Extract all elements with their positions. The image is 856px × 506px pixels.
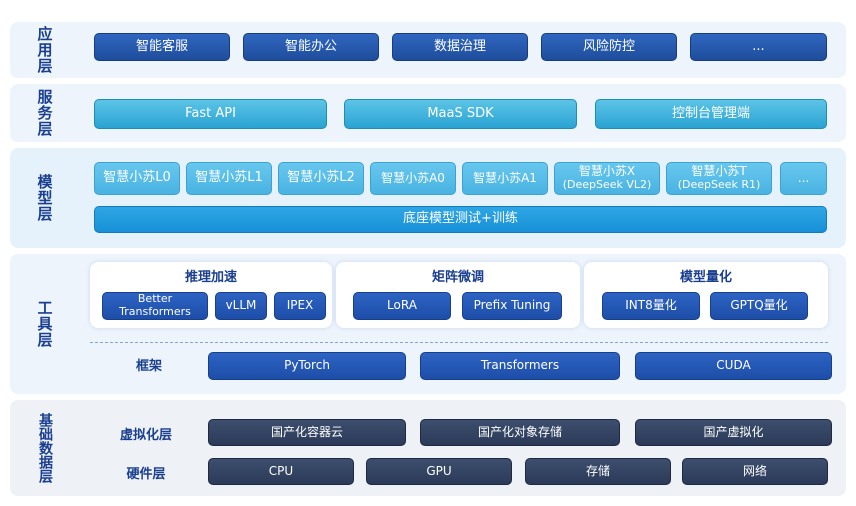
- tool-layer: 工具层 推理加速 Better Transformers vLLM IPEX 矩…: [10, 254, 846, 394]
- virtualization-label: 虚拟化层: [119, 428, 172, 443]
- hardware-label: 硬件层: [126, 467, 166, 482]
- virt-item-object-storage: 国产化对象存储: [420, 419, 620, 446]
- model-layer-label: 模型层: [35, 174, 54, 222]
- framework-label: 框架: [135, 359, 162, 374]
- tool-group-finetune-title: 矩阵微调: [431, 270, 484, 285]
- model-item-x-sub: (DeepSeek VL2): [562, 178, 652, 192]
- app-item-smart-office: 智能办公: [243, 33, 379, 61]
- model-item-a0: 智慧小苏A0: [370, 162, 456, 195]
- service-layer-label: 服务层: [35, 89, 54, 137]
- tool-item-lora: LoRA: [353, 292, 451, 320]
- model-item-l2: 智慧小苏L2: [278, 162, 364, 195]
- service-layer: 服务层 Fast API MaaS SDK 控制台管理端: [10, 84, 846, 142]
- app-item-smart-service: 智能客服: [94, 33, 230, 61]
- tool-group-inference-title: 推理加速: [184, 270, 237, 285]
- model-item-x-name: 智慧小苏X: [578, 164, 636, 179]
- tool-group-quantization: 模型量化 INT8量化 GPTQ量化: [584, 262, 828, 328]
- virt-item-virtualization: 国产虚拟化: [635, 419, 832, 446]
- framework-transformers: Transformers: [420, 352, 620, 380]
- tool-item-better-transformers: Better Transformers: [102, 292, 208, 320]
- hw-item-network: 网络: [682, 458, 828, 485]
- model-item-t-name: 智慧小苏T: [691, 164, 747, 179]
- app-item-more: ...: [690, 33, 827, 61]
- application-layer: 应用层 智能客服 智能办公 数据治理 风险防控 ...: [10, 22, 846, 78]
- hw-item-cpu: CPU: [208, 458, 354, 485]
- service-item-console: 控制台管理端: [595, 99, 827, 129]
- model-item-t-sub: (DeepSeek R1): [677, 178, 761, 192]
- infra-layer: 基础数据层 虚拟化层 国产化容器云 国产化对象存储 国产虚拟化 硬件层 CPU …: [10, 400, 846, 496]
- tool-item-gptq: GPTQ量化: [710, 292, 808, 320]
- hw-item-storage: 存储: [525, 458, 671, 485]
- infra-layer-label: 基础数据层: [37, 413, 53, 483]
- tool-item-int8: INT8量化: [602, 292, 700, 320]
- tool-divider: [90, 342, 828, 343]
- model-item-l1: 智慧小苏L1: [186, 162, 272, 195]
- framework-pytorch: PyTorch: [208, 352, 406, 380]
- tool-item-ipex: IPEX: [274, 292, 326, 320]
- framework-cuda: CUDA: [635, 352, 832, 380]
- app-item-risk-control: 风险防控: [541, 33, 677, 61]
- tool-group-quantization-title: 模型量化: [679, 270, 732, 285]
- model-item-x: 智慧小苏X (DeepSeek VL2): [554, 162, 660, 195]
- virt-item-container-cloud: 国产化容器云: [208, 419, 406, 446]
- service-item-maas-sdk: MaaS SDK: [344, 99, 577, 129]
- model-item-l0: 智慧小苏L0: [94, 162, 180, 195]
- model-item-a1: 智慧小苏A1: [462, 162, 548, 195]
- tool-group-inference: 推理加速 Better Transformers vLLM IPEX: [90, 262, 332, 328]
- model-item-more: ...: [780, 162, 827, 195]
- tool-group-finetune: 矩阵微调 LoRA Prefix Tuning: [336, 262, 580, 328]
- app-item-data-governance: 数据治理: [392, 33, 528, 61]
- tool-layer-label: 工具层: [35, 300, 54, 348]
- hw-item-gpu: GPU: [366, 458, 512, 485]
- model-item-t: 智慧小苏T (DeepSeek R1): [666, 162, 772, 195]
- tool-item-vllm: vLLM: [215, 292, 267, 320]
- tool-item-prefix-tuning: Prefix Tuning: [462, 292, 562, 320]
- application-layer-label: 应用层: [35, 26, 54, 74]
- service-item-fast-api: Fast API: [94, 99, 327, 129]
- model-base-training: 底座模型测试+训练: [94, 206, 827, 233]
- model-layer: 模型层 智慧小苏L0 智慧小苏L1 智慧小苏L2 智慧小苏A0 智慧小苏A1 智…: [10, 148, 846, 248]
